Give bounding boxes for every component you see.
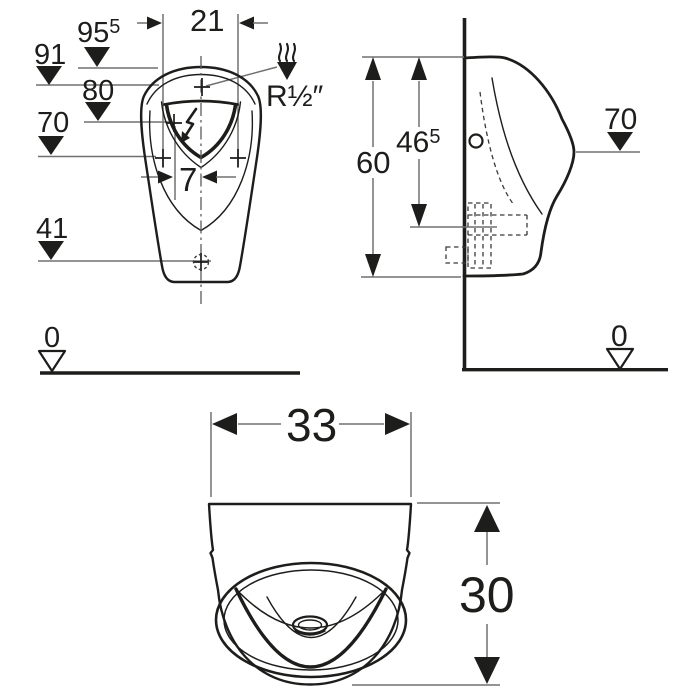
top-view-body-outline (207, 502, 413, 686)
dim-label-30: 30 (459, 567, 515, 623)
power-supply-crosshair (166, 114, 182, 132)
steam-waves-arrow-icon (277, 42, 297, 63)
dim-label-floor-right: 0 (611, 320, 628, 353)
marker-70 (38, 136, 64, 155)
marker-41 (38, 241, 64, 260)
ext-lines-33 (210, 412, 412, 497)
floor-marker-right (605, 347, 635, 371)
lightning-bolt-arrowhead (181, 131, 190, 143)
outlet-circle (192, 253, 210, 271)
front-view: 21 7 955 91 80 70 41 (34, 3, 324, 375)
sensor-hole (468, 133, 484, 149)
rim-outer-ellipse (214, 561, 408, 679)
arrowhead-33-left (212, 413, 237, 435)
dim-label-95-5: 955 (77, 16, 120, 49)
dim-label-46-5: 465 (396, 126, 441, 159)
arrowhead-21-right (239, 16, 254, 30)
rim-inner-ellipse (223, 569, 399, 671)
arrowhead-30-bottom (474, 657, 500, 684)
arrowhead-60-top (365, 57, 381, 80)
arrowhead-30-top (474, 505, 500, 532)
dim-label-80: 80 (82, 75, 114, 107)
marker-70-side (607, 132, 633, 151)
side-bowl-inner-line (491, 77, 543, 215)
side-profile-outline (462, 55, 576, 278)
arrowhead-60-bottom (365, 254, 381, 277)
arrowhead-46-5-bottom (411, 204, 427, 227)
bowl-upper-curve (235, 588, 387, 629)
dim-label-water-thread: R½″ (266, 80, 324, 113)
hidden-outlet-body (467, 202, 492, 269)
hidden-outlet-spigot (468, 214, 528, 236)
ext-lines-30 (352, 502, 500, 686)
arrowhead-21-left (147, 16, 162, 30)
dim-label-41: 41 (36, 213, 68, 245)
fixing-bolt-right-crosshair (230, 149, 246, 167)
marker-91 (36, 66, 62, 85)
dim-label-70-side: 70 (604, 103, 637, 136)
water-supply-arrowhead (277, 62, 297, 80)
fixing-bolt-left-crosshair (155, 149, 171, 167)
bowl-front-lip-curve (234, 587, 388, 669)
arrowhead-7-left (158, 170, 173, 184)
dim-label-33: 33 (286, 399, 337, 451)
dim-label-60: 60 (356, 145, 390, 180)
outlet-crosshair (193, 253, 209, 271)
marker-95-5 (84, 47, 110, 67)
water-supply-crosshair (194, 78, 210, 96)
marker-80 (85, 102, 111, 121)
side-view: 60 465 70 0 (356, 18, 668, 372)
floor-marker-left (37, 349, 67, 373)
arrowhead-7-right (202, 170, 217, 184)
dim-label-21: 21 (190, 3, 224, 38)
dim-label-7: 7 (179, 161, 197, 198)
lightning-bolt-icon (184, 107, 198, 137)
hidden-outlet-ribs (474, 204, 484, 267)
dim-label-floor-left: 0 (44, 322, 60, 354)
drain-inner (297, 619, 323, 631)
bottom-view: 33 30 (207, 399, 515, 686)
drain-outer (291, 615, 329, 635)
drain-base-arc (294, 630, 326, 636)
arrowhead-46-5-top (411, 57, 427, 80)
dim-label-70: 70 (37, 107, 69, 139)
arrowhead-33-right (385, 413, 410, 435)
front-body-outline (139, 65, 263, 284)
side-bowl-hidden-line (479, 91, 515, 206)
bowl-floor-curve (266, 596, 357, 638)
dim-label-91: 91 (34, 39, 66, 71)
bowl-back-edge (163, 99, 239, 106)
hidden-outlet-box (445, 246, 469, 264)
